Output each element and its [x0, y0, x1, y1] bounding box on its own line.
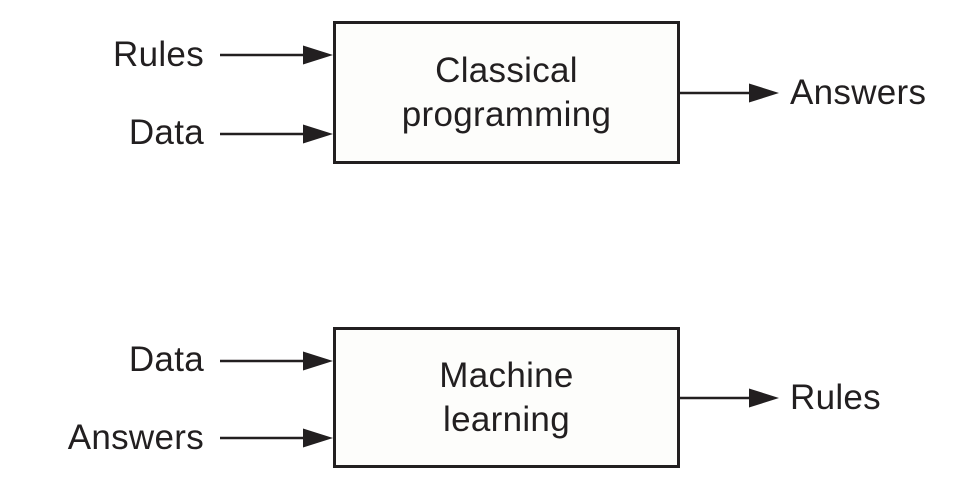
- arrow-rules-input-icon: [220, 45, 333, 65]
- arrow-data-input-bottom-icon: [220, 351, 333, 371]
- box-label-line2: programming: [401, 94, 612, 134]
- process-box-classical-programming: Classical programming: [333, 21, 680, 164]
- output-label-answers: Answers: [790, 73, 927, 112]
- arrow-answers-output-icon: [679, 83, 779, 103]
- box-label-line1: Machine: [439, 355, 574, 395]
- output-label-rules: Rules: [790, 378, 881, 417]
- box-label-line1: Classical: [435, 50, 578, 90]
- input-label-data: Data: [128, 113, 204, 152]
- box-label-line2: learning: [443, 399, 570, 439]
- input-label-rules: Rules: [113, 35, 204, 74]
- process-box-machine-learning: Machine learning: [333, 327, 680, 468]
- arrow-data-input-icon: [220, 124, 333, 144]
- arrow-rules-output-icon: [679, 388, 779, 408]
- arrow-answers-input-bottom-icon: [220, 428, 333, 448]
- input-label-answers-bottom: Answers: [67, 418, 204, 457]
- input-label-data-bottom: Data: [128, 340, 204, 379]
